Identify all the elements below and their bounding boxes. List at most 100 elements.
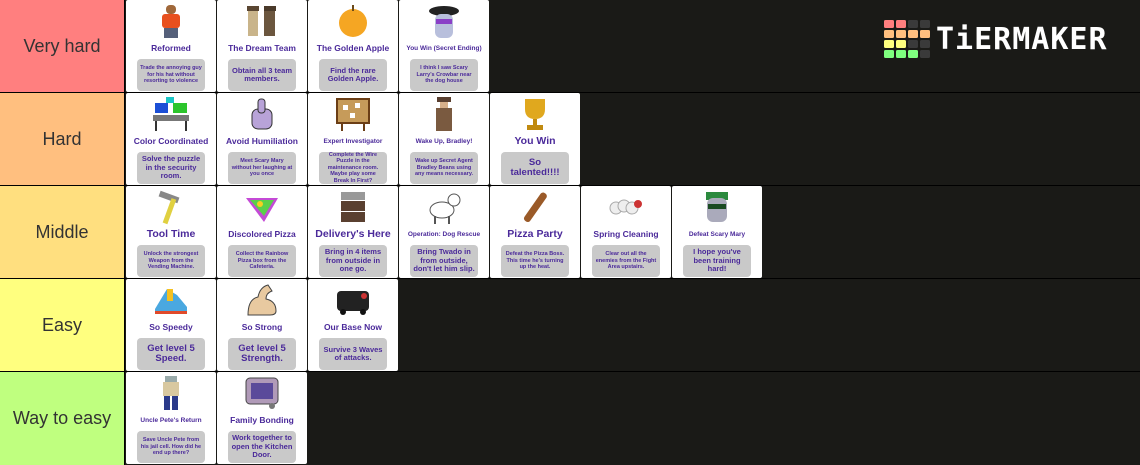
tier-label[interactable]: Very hard [0,0,125,92]
achievement-title: Defeat Scary Mary [688,231,746,238]
scary-larry-icon [414,2,474,40]
cork-board-icon [323,95,383,133]
black-van-icon [323,281,383,319]
achievement-description: Get level 5 Strength. [228,338,296,370]
pizza-boxes-icon [323,188,383,226]
achievement-card[interactable]: Defeat Scary Mary I hope you've been trai… [672,186,762,278]
achievement-title: So Strong [241,322,283,332]
achievement-description: Collect the Rainbow Pizza box from the C… [228,245,296,277]
sneaker-icon [141,281,201,319]
tier-label[interactable]: Easy [0,279,125,371]
logo-grid-cell [920,30,930,38]
achievement-description: Clear out all the enemies from the Fight… [592,245,660,277]
achievement-description: Complete the Wire Puzzle in the maintena… [319,152,387,184]
logo-grid-cell [896,30,906,38]
thumbs-up-icon [232,95,292,133]
achievement-description: Work together to open the Kitchen Door. [228,431,296,463]
achievement-title: Discolored Pizza [228,229,296,239]
achievement-title: Operation: Dog Rescue [407,231,481,238]
logo-grid-cell [920,50,930,58]
tier-label[interactable]: Hard [0,93,125,185]
achievement-description: Bring Twado in from outside, don't let h… [410,245,478,277]
achievement-description: Trade the annoying guy for his hat witho… [137,59,205,91]
achievement-title: You Win (Secret Ending) [406,45,482,52]
logo-grid-cell [884,50,894,58]
logo-grid-cell [896,50,906,58]
achievement-description: I think I saw Scary Larry's Crowbar near… [410,59,478,91]
rolling-pin-icon [505,188,565,226]
achievement-description: Solve the puzzle in the security room. [137,152,205,184]
logo-text: TiERMAKER [936,21,1108,57]
achievement-description: Wake up Secret Agent Bradley Beans using… [410,152,478,184]
achievement-title: Spring Cleaning [593,229,659,239]
achievement-title: Tool Time [146,228,196,240]
secret-agent-icon [414,95,474,133]
achievement-title: Pizza Party [507,228,563,240]
tiermaker-logo[interactable]: TiERMAKER [884,20,1108,58]
achievement-card[interactable]: You Win (Secret Ending) I think I saw Sca… [399,0,489,92]
achievement-title: Our Base Now [323,322,383,332]
achievement-description: Save Uncle Pete from his jail cell. How … [137,431,205,463]
achievement-description: Obtain all 3 team members. [228,59,296,91]
achievement-title: Color Coordinated [133,136,209,146]
achievement-description: I hope you've been training hard! [683,245,751,277]
logo-grid-icon [884,20,930,58]
trophy-icon [505,95,565,133]
dog-icon [414,188,474,226]
achievement-title: You Win [514,135,556,147]
logo-grid-cell [908,20,918,28]
golden-apple-icon [323,2,383,40]
logo-grid-cell [884,40,894,48]
logo-grid-cell [884,20,894,28]
hammer-icon [141,188,201,226]
tier-label[interactable]: Way to easy [0,372,125,465]
uncle-pete-icon [141,374,201,412]
achievement-title: Expert Investigator [323,138,383,145]
achievement-title: The Golden Apple [316,43,390,53]
logo-grid-cell [920,40,930,48]
achievement-title: Wake Up, Bradley! [415,138,473,145]
achievement-description: Defeat the Pizza Boss. This time he's tu… [501,245,569,277]
detectives-team-icon [232,2,292,40]
achievement-description: Get level 5 Speed. [137,338,205,370]
person-orange-hoodie-icon [141,2,201,40]
achievement-title: Avoid Humiliation [226,136,298,146]
logo-grid-cell [908,50,918,58]
tier-label[interactable]: Middle [0,186,125,278]
achievement-description: Bring in 4 items from outside in one go. [319,245,387,277]
cleaning-bubbles-icon [596,188,656,226]
achievement-title: Delivery's Here [315,228,391,240]
oven-door-icon [232,374,292,412]
achievement-card[interactable]: Wake Up, Bradley! Wake up Secret Agent Br… [399,93,489,185]
logo-grid-cell [908,30,918,38]
logo-grid-cell [896,20,906,28]
achievement-description: Find the rare Golden Apple. [319,59,387,91]
achievement-title: Reformed [151,43,191,53]
